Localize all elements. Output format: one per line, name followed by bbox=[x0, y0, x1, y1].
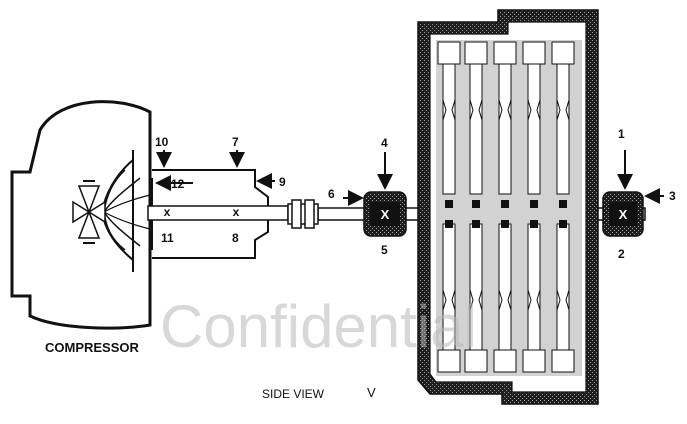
point-6-label: 6 bbox=[328, 187, 335, 201]
point-11-label: 11 bbox=[161, 231, 174, 245]
compressor-label: COMPRESSOR bbox=[45, 340, 140, 355]
point-8-label: 8 bbox=[232, 231, 239, 245]
coupling bbox=[287, 199, 319, 229]
side-view-label: SIDE VIEW bbox=[262, 387, 325, 401]
measurement-arrows bbox=[155, 150, 664, 206]
side-view-mark: V bbox=[367, 385, 376, 400]
rotor-disc bbox=[437, 41, 461, 373]
bearing-right: X bbox=[602, 191, 644, 237]
shaft-mark-8: x bbox=[233, 205, 240, 219]
rotor-disc bbox=[493, 41, 517, 373]
diffuser-symbol-icon bbox=[72, 180, 106, 244]
bearing-right-x: X bbox=[619, 207, 628, 222]
point-5-label: 5 bbox=[381, 243, 388, 257]
point-3-label: 3 bbox=[669, 189, 676, 203]
rotor-disc bbox=[551, 41, 575, 373]
point-4-label: 4 bbox=[381, 136, 388, 150]
point-12-label: 12 bbox=[171, 177, 185, 191]
rotor-wheels bbox=[436, 40, 582, 376]
point-7-label: 7 bbox=[232, 135, 239, 149]
point-10-label: 10 bbox=[155, 135, 169, 149]
bearing-left: X bbox=[363, 191, 407, 237]
point-2-label: 2 bbox=[618, 247, 625, 261]
rotor-disc bbox=[522, 41, 546, 373]
point-1-label: 1 bbox=[618, 127, 625, 141]
point-9-label: 9 bbox=[279, 175, 286, 189]
bearing-left-x: X bbox=[381, 207, 390, 222]
watermark: Confidential bbox=[160, 293, 477, 360]
disc-group bbox=[437, 41, 575, 373]
rotor-disc bbox=[464, 41, 488, 373]
shaft-mark-11: x bbox=[164, 205, 171, 219]
